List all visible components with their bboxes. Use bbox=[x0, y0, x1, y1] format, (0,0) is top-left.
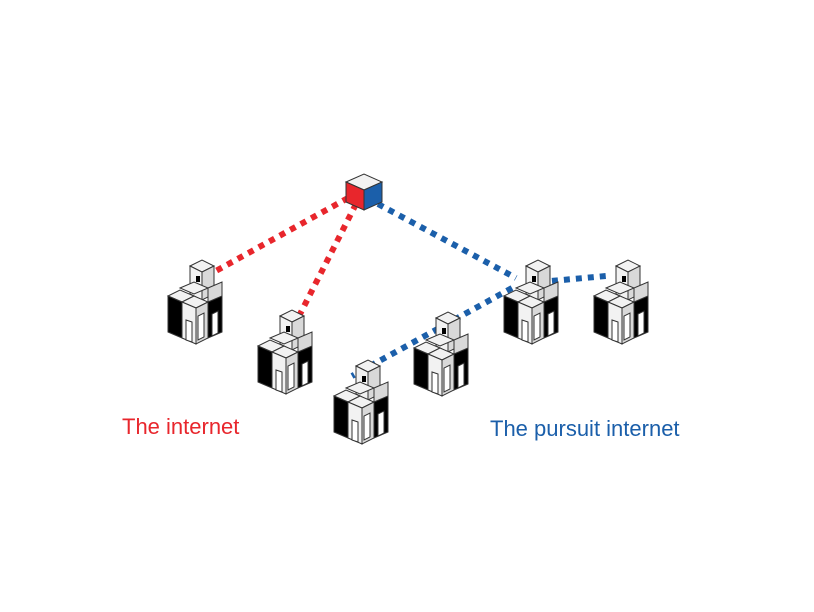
link-hub-to-blue-node-3 bbox=[376, 201, 518, 281]
blue-node-2-building-icon bbox=[413, 311, 469, 397]
pursuit-internet-label: The pursuit internet bbox=[490, 416, 680, 441]
red-node-2-building-icon bbox=[257, 309, 313, 395]
link-hub-to-red-node-2 bbox=[293, 202, 359, 324]
the-internet-label: The internet bbox=[122, 414, 240, 439]
blue-node-1-building-icon bbox=[333, 359, 389, 445]
blue-node-3-building-icon bbox=[503, 259, 559, 345]
hub-cube-icon bbox=[344, 173, 384, 211]
connections bbox=[212, 195, 607, 379]
link-hub-to-red-node-1 bbox=[212, 195, 350, 275]
red-node-1-building-icon bbox=[167, 259, 223, 345]
blue-node-4-building-icon bbox=[593, 259, 649, 345]
